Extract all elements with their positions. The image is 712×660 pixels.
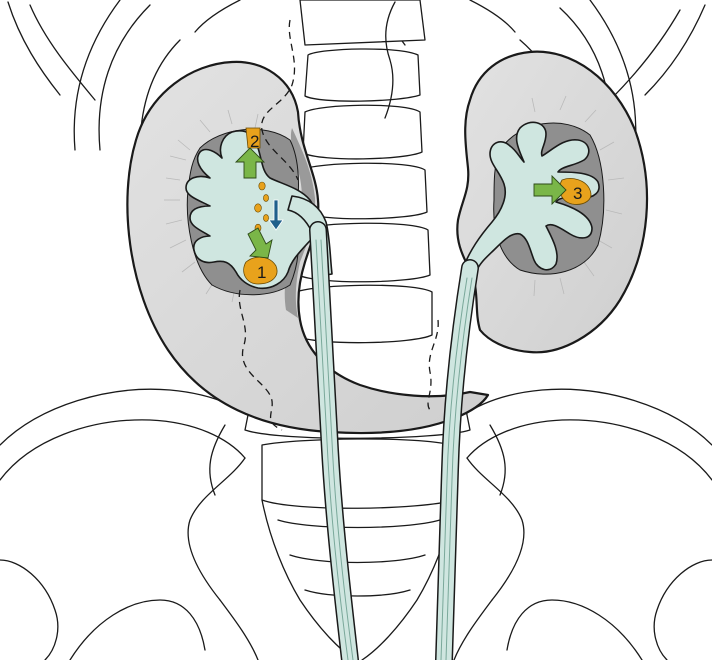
right-kidney: 3 — [457, 52, 647, 353]
marker-2: 2 — [250, 132, 259, 151]
marker-3: 3 — [573, 184, 582, 203]
right-ureter — [441, 268, 472, 660]
marker-1: 1 — [257, 263, 266, 282]
